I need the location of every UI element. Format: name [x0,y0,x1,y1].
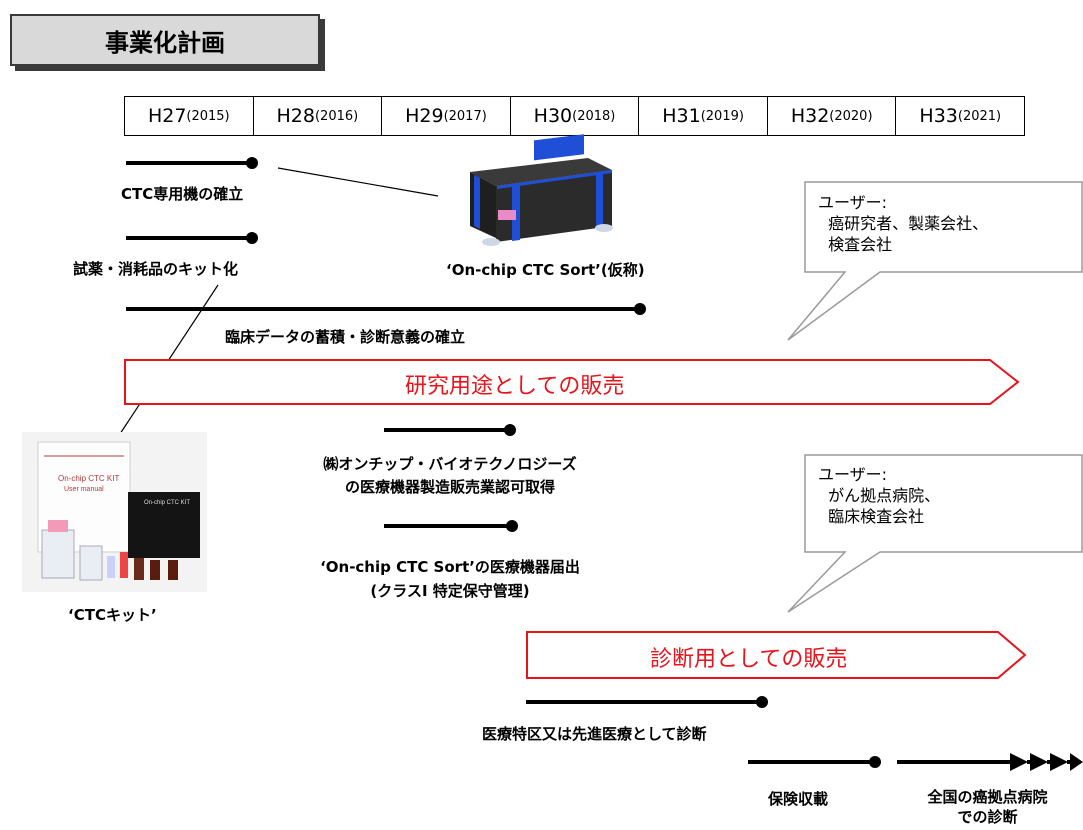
label-special-zone: 医療特区又は先進医療として診断 [482,725,707,743]
label-device-name: ‘On-chip CTC Sort’(仮称) [446,261,645,279]
year-cell: H27(2015) [125,97,254,135]
milestone-bar-ctc-machine [126,157,258,169]
label-notification-line1: ‘On-chip CTC Sort’の医療機器届出 [320,558,580,576]
kit-box-label: On-chip CTC KIT [144,500,191,506]
page-title: 事業化計画 [10,14,320,66]
year-cell: H32(2020) [768,97,897,135]
arrow-nationwide [897,753,1083,771]
label-nationwide-line2: での診断 [957,808,1018,826]
label-nationwide-line1: 全国の癌拠点病院 [927,788,1048,806]
kit-manual-subtitle: User manual [64,486,104,493]
milestone-bar-kit [126,232,258,244]
banner-research-text: 研究用途としての販売 [405,374,625,399]
label-insurance: 保険収載 [768,790,829,808]
milestone-bar-special-zone [526,696,768,708]
year-cell: H28(2016) [254,97,383,135]
label-license-line1: ㈱オンチップ・バイオテクノロジーズ [323,455,577,473]
callout-research-text: ユーザー: 癌研究者、製薬会社、 検査会社 [818,193,989,254]
year-cell: H31(2019) [639,97,768,135]
research-sales-banner [124,359,1020,405]
milestone-bar-notification [384,520,518,532]
label-license-line2: の医療機器製造販売業認可取得 [344,478,555,496]
diagnostic-sales-banner [526,631,1027,679]
callout-diagnostic-text: ユーザー: がん拠点病院、 臨床検査会社 [818,465,941,526]
callout-diagnostic [787,454,1083,613]
milestone-bar-license [384,424,516,436]
label-clinical: 臨床データの蓄積・診断意義の確立 [225,328,466,346]
year-cell: H29(2017) [382,97,511,135]
year-cell: H30(2018) [511,97,640,135]
device-illustration [470,134,613,246]
year-timeline-header: H27(2015) H28(2016) H29(2017) H30(2018) … [124,96,1025,136]
kit-photo [22,432,207,592]
year-cell: H33(2021) [919,105,1002,127]
milestone-bar-clinical [126,303,646,315]
label-kit-name: ‘CTCキット’ [68,606,157,624]
label-notification-line2: (クラスⅠ 特定保守管理) [370,582,530,600]
label-ctc-machine: CTC専用機の確立 [121,185,244,203]
banner-diagnostic-text: 診断用としての販売 [650,647,848,672]
kit-manual-title: On-chip CTC KIT [58,474,120,483]
label-kit: 試薬・消耗品のキット化 [73,260,239,278]
milestone-bar-insurance [748,756,881,768]
callout-research [787,181,1083,341]
connector-line [277,167,439,197]
